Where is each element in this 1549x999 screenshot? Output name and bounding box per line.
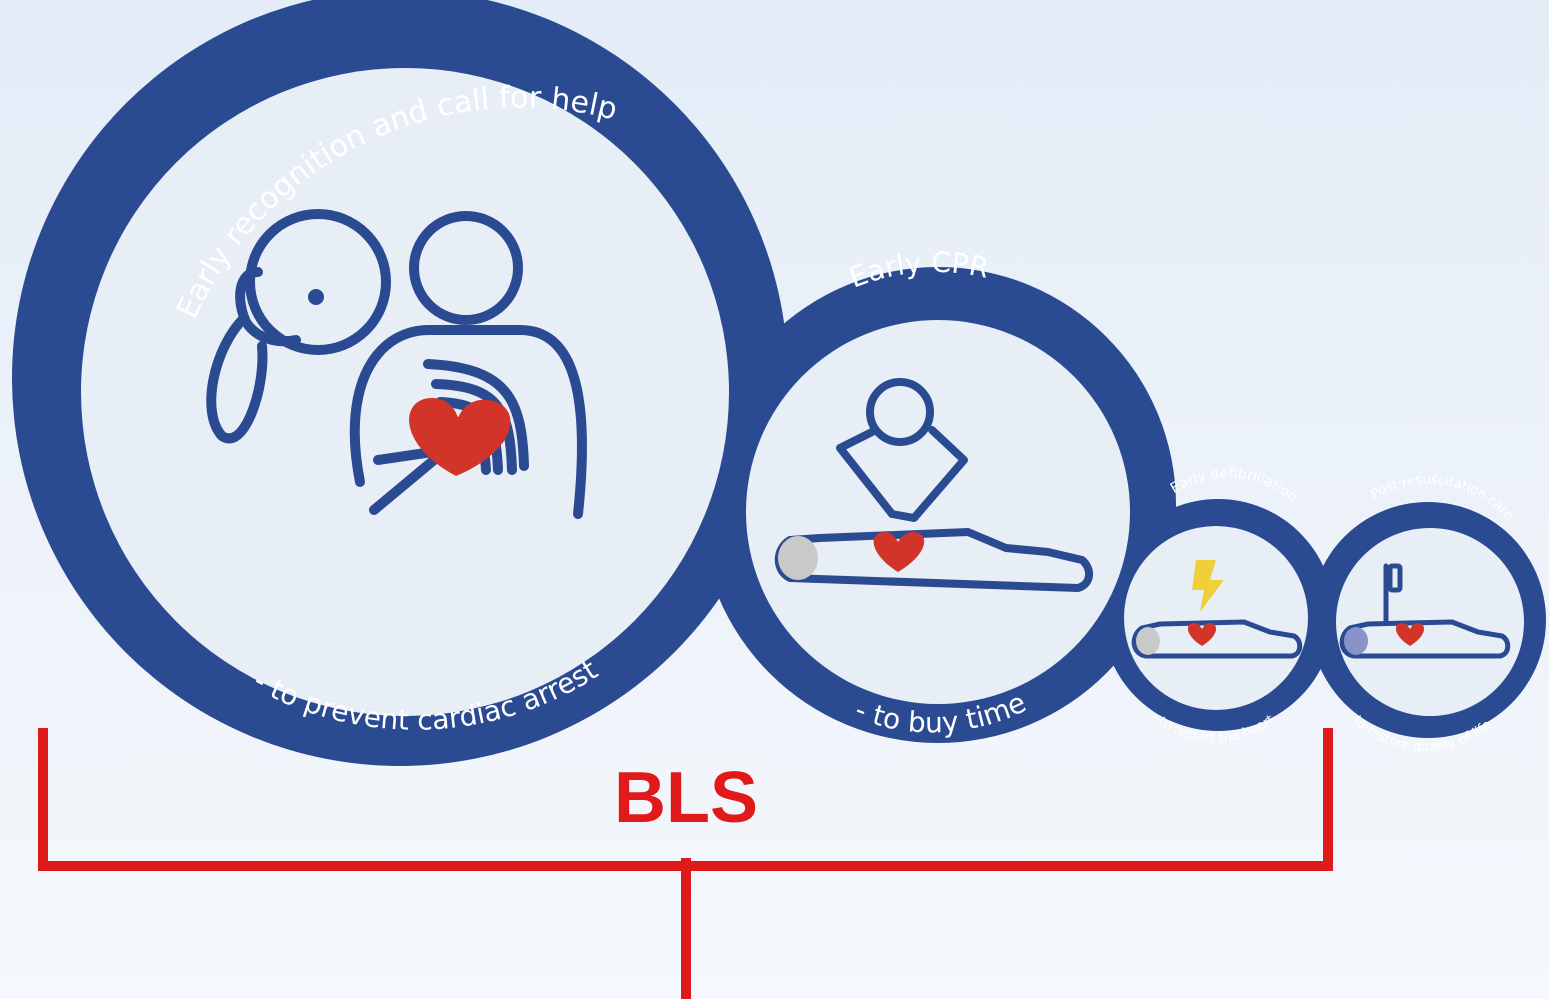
- link1-inner: [81, 68, 729, 716]
- head-icon: [1344, 627, 1368, 655]
- defibrillation-patient-icon: [1131, 619, 1303, 659]
- head-icon: [1136, 627, 1160, 655]
- head-icon: [778, 536, 818, 580]
- bls-label: BLS: [614, 758, 758, 838]
- heart-icon: [873, 532, 925, 572]
- heart-icon: [409, 398, 511, 476]
- link3-inner: [1124, 526, 1308, 710]
- link3-top-text: Early defibrillation: [1168, 466, 1301, 506]
- heart-icon: [1395, 623, 1425, 646]
- link2-inner: [746, 320, 1130, 704]
- heart-icon: [1187, 623, 1217, 646]
- lightning-icon: [1192, 560, 1224, 612]
- post-care-patient-icon: [1339, 563, 1511, 659]
- bls-bracket: [38, 728, 1333, 999]
